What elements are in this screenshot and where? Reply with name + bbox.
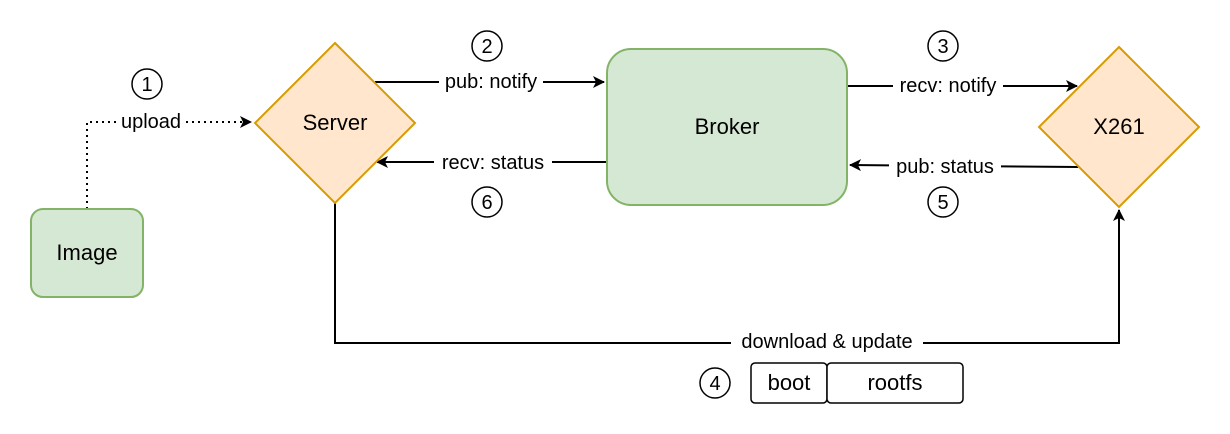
device-node xyxy=(1037,45,1201,209)
step-3-label: 3 xyxy=(937,36,948,58)
step-5-label: 5 xyxy=(937,192,948,214)
edges xyxy=(86,76,1125,344)
server-node xyxy=(253,41,417,205)
step-4-label: 4 xyxy=(709,373,720,395)
step-markers: 1 2 3 4 5 6 xyxy=(131,30,959,399)
firmware-parts: boot rootfs xyxy=(750,362,964,404)
step-2-label: 2 xyxy=(481,36,492,58)
edge-label-recv-notify: recv: notify xyxy=(900,75,997,97)
part-rootfs-label: rootfs xyxy=(867,370,922,395)
image-node xyxy=(30,208,144,298)
image-node-label: Image xyxy=(56,240,117,265)
step-1-label: 1 xyxy=(141,74,152,96)
edge-download-update xyxy=(334,203,1125,344)
edge-label-download-update: download & update xyxy=(741,331,912,353)
step-3-circle xyxy=(927,30,959,62)
step-2-circle xyxy=(471,30,503,62)
device-node-label: X261 xyxy=(1093,114,1144,139)
step-1-circle xyxy=(131,68,163,100)
nodes: Image Server Broker X261 xyxy=(30,41,1201,298)
step-4-circle xyxy=(699,367,731,399)
server-node-label: Server xyxy=(303,110,368,135)
edge-label-upload: upload xyxy=(121,111,181,133)
part-boot-label: boot xyxy=(768,370,811,395)
edge-label-pub-status: pub: status xyxy=(896,156,994,178)
edge-upload xyxy=(86,116,252,209)
edge-labels: upload pub: notify recv: notify pub: sta… xyxy=(116,70,1003,354)
edge-label-pub-notify: pub: notify xyxy=(445,71,537,93)
part-rootfs-box xyxy=(826,362,964,404)
step-6-label: 6 xyxy=(481,192,492,214)
broker-node-label: Broker xyxy=(695,114,760,139)
step-6-circle xyxy=(471,186,503,218)
broker-node xyxy=(606,48,848,206)
edge-label-recv-status: recv: status xyxy=(442,152,544,174)
step-5-circle xyxy=(927,186,959,218)
